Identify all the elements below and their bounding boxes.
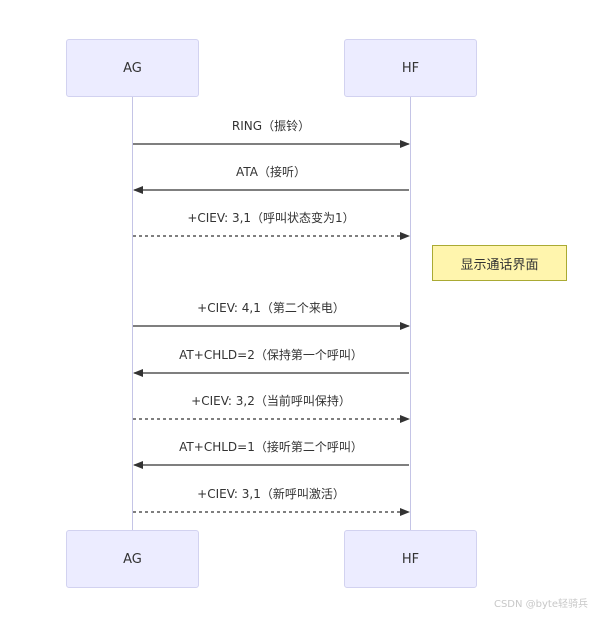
message-label-6: +CIEV: 3,2（当前呼叫保持） (191, 394, 351, 408)
message-label-5: AT+CHLD=2（保持第一个呼叫） (179, 348, 363, 362)
note-box: 显示通话界面 (432, 245, 567, 281)
message-label-2: ATA（接听） (236, 165, 306, 179)
message-label-7: AT+CHLD=1（接听第二个呼叫） (179, 440, 363, 454)
message-label-8: +CIEV: 3,1（新呼叫激活） (197, 487, 345, 501)
participant-hf-top: HF (344, 39, 477, 97)
lifeline-hf (410, 97, 411, 530)
message-label-3: +CIEV: 3,1（呼叫状态变为1） (187, 211, 355, 225)
participant-ag-bottom: AG (66, 530, 199, 588)
lifeline-ag (132, 97, 133, 530)
watermark: CSDN @byte轻骑兵 (493, 599, 588, 610)
message-label-1: RING（振铃） (231, 119, 311, 133)
note-label: 显示通话界面 (460, 257, 539, 273)
participant-ag-top: AG (66, 39, 199, 97)
participant-label: AG (123, 60, 142, 76)
message-label-4: +CIEV: 4,1（第二个来电） (197, 301, 345, 315)
participant-label: HF (401, 60, 420, 76)
participant-label: AG (123, 551, 142, 567)
participant-label: HF (401, 551, 420, 567)
participant-hf-bottom: HF (344, 530, 477, 588)
